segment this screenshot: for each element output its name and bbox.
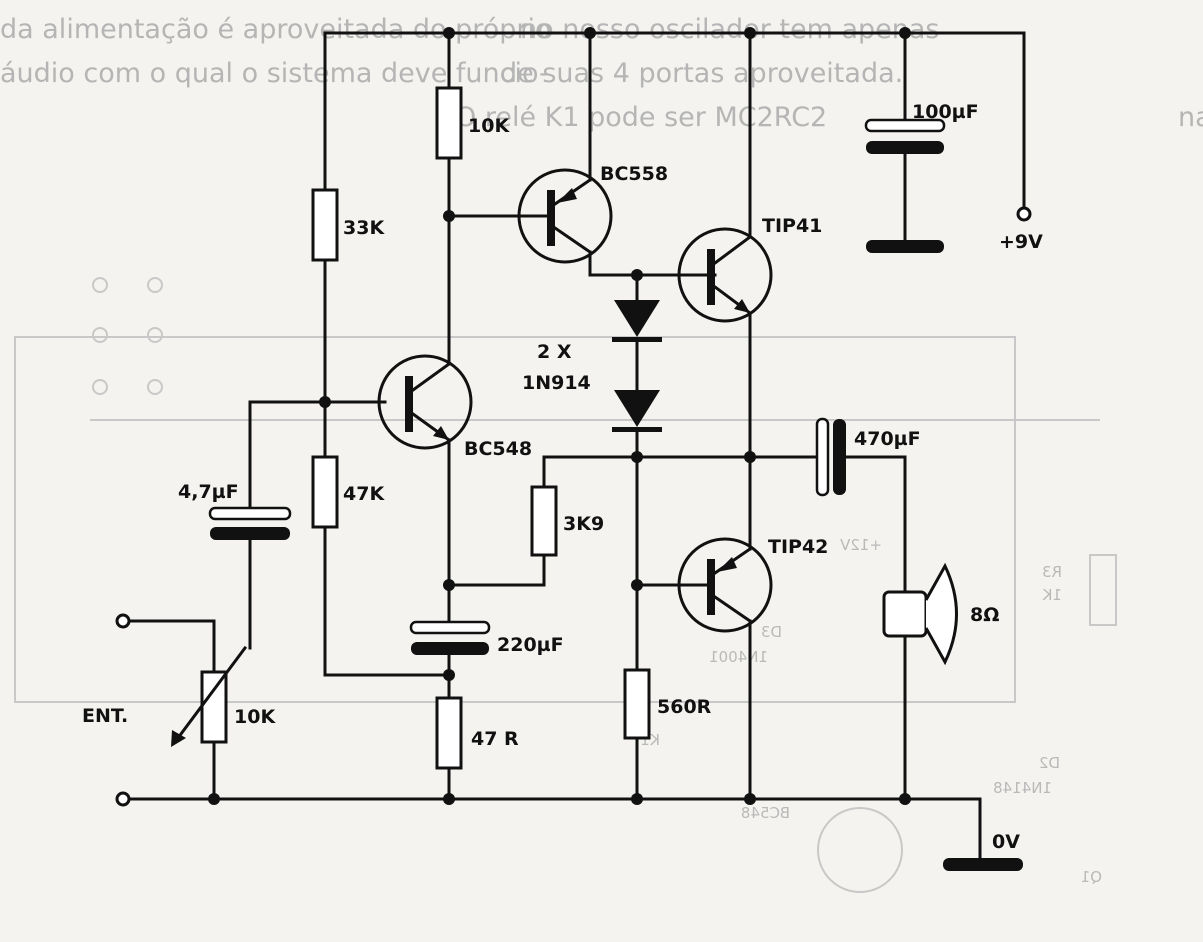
pot-label: 10K (234, 706, 276, 728)
ground-bar (866, 240, 944, 253)
input-terminal-bottom (115, 791, 131, 807)
speaker-label: 8Ω (970, 604, 999, 626)
transistor-bc558: BC558 (447, 31, 717, 277)
bleed-outline (817, 807, 903, 893)
resistor-label: 560R (657, 696, 712, 718)
input-label: ENT. (82, 705, 128, 727)
resistor-47k: 47K (311, 455, 451, 677)
cap-label: 470µF (854, 428, 921, 450)
resistor-label: 47K (343, 483, 385, 505)
bleed-outline (92, 327, 108, 343)
cap-label: 220µF (497, 634, 564, 656)
bleed-line: no nosso oscilador tem apenas (520, 14, 940, 45)
resistor-label: 3K9 (563, 513, 604, 535)
bleed-line: O relé K1 pode ser MC2RC2 (455, 102, 827, 133)
diode-part-label: 1N914 (522, 372, 591, 394)
ground-label: 0V (992, 831, 1020, 853)
bleed-outline (92, 277, 108, 293)
transistor-label: BC548 (464, 438, 532, 460)
diodes-1n914: 2 X 1N914 (522, 273, 662, 672)
transistor-label: BC558 (600, 163, 668, 185)
supply-label: +9V (999, 231, 1043, 253)
resistor-33k: 33K (311, 31, 385, 459)
transistor-tip41: TIP41 (677, 31, 822, 459)
resistor-560r: 560R (623, 668, 712, 801)
capacitor-4-7uf: 4,7µF (178, 400, 292, 650)
bleed-line: áudio com o qual o sistema deve funcio- (0, 58, 549, 89)
transistor-tip42: TIP42 (635, 455, 828, 801)
ground-bar (943, 858, 1023, 871)
bleed-outline (14, 336, 1016, 703)
diode-1 (614, 300, 660, 337)
transistor-bc548: BC548 (377, 354, 532, 587)
bleed-outline (1089, 554, 1117, 626)
bleed-line: +12V (839, 536, 882, 554)
bleed-line: nar. (1178, 102, 1203, 133)
emitter-arrow (717, 557, 737, 572)
bleed-line: Q1 (1081, 868, 1102, 886)
resistor-label: 10K (468, 115, 510, 137)
cap-label: 4,7µF (178, 481, 239, 503)
bleed-line: BC548 (741, 804, 790, 822)
ground-rail: 0V (128, 797, 1023, 871)
bleed-line: 1N4148 (993, 779, 1052, 797)
cap-label: 100µF (912, 101, 979, 123)
transistor-label: TIP42 (768, 536, 828, 558)
diode-count-label: 2 X (537, 341, 572, 363)
bleed-line: D3 (761, 623, 782, 641)
diode-2 (614, 390, 660, 427)
input-terminals: ENT. (82, 613, 216, 807)
pot-wiper-arrow (171, 730, 186, 747)
bleed-through: da alimentação é aproveitada do próprio … (0, 14, 1203, 893)
potentiometer-10k: 10K (171, 645, 276, 801)
emitter-arrow (734, 299, 750, 313)
bleed-line: 1K (1041, 586, 1062, 604)
resistor-3k9: 3K9 (447, 455, 752, 587)
resistor-10k: 10K (435, 31, 510, 366)
resistor-47r: 47 R (435, 696, 519, 801)
bleed-outline (147, 277, 163, 293)
capacitor-470uf: 470µF (748, 417, 921, 594)
junction-dots (208, 27, 911, 805)
bleed-outline (92, 379, 108, 395)
bleed-line: 1N4001 (709, 648, 768, 666)
capacitor-100uf: 100µF (864, 31, 979, 253)
bleed-line: D2 (1039, 754, 1060, 772)
resistor-label: 33K (343, 217, 385, 239)
bleed-outline (147, 327, 163, 343)
capacitor-220uf: 220µF (409, 583, 564, 700)
bleed-line: da alimentação é aproveitada do próprio (0, 14, 552, 45)
supply-terminal (1016, 206, 1032, 222)
emitter-arrow (433, 426, 449, 440)
bleed-outline (147, 379, 163, 395)
input-terminal-top (115, 613, 131, 629)
transistor-label: TIP41 (762, 215, 822, 237)
speaker-8-ohm: 8Ω (882, 562, 999, 801)
resistor-label: 47 R (471, 728, 519, 750)
emitter-arrow (557, 188, 577, 203)
bleed-line: R3 (1042, 563, 1062, 581)
bleed-line: de suas 4 portas aproveitada. (500, 58, 903, 89)
